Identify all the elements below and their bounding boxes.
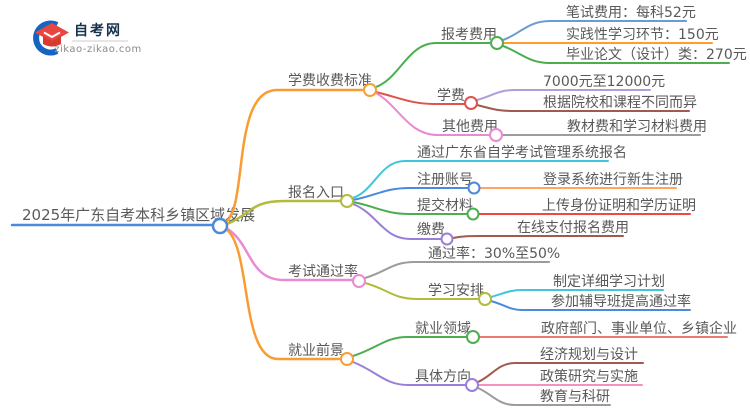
branch-career: [224, 227, 342, 361]
branch-pass-rate: [224, 226, 354, 282]
node-submit-detail-label[interactable]: 上传身份证明和学历证明: [542, 198, 696, 214]
node-submit-label[interactable]: 提交材料: [417, 197, 473, 214]
entry-toggle[interactable]: [340, 194, 354, 208]
branch-other-fee: [375, 92, 490, 136]
logo-crescent-icon: [33, 20, 59, 56]
node-tuition-range-label[interactable]: 7000元至12000元: [543, 74, 665, 90]
career-field-toggle[interactable]: [466, 330, 480, 344]
node-pass-rate-label[interactable]: 考试通过率: [288, 263, 358, 280]
branch-submit: [352, 201, 468, 215]
branch-fee-standard: [224, 88, 364, 224]
branch-tuition-range: [476, 89, 651, 101]
register-toggle[interactable]: [467, 181, 481, 195]
logo-cap-base: [43, 36, 61, 47]
node-rate-value-label[interactable]: 通过率：30%至50%: [428, 245, 560, 262]
branch-plan-detail: [490, 289, 664, 298]
node-pay-detail-label[interactable]: 在线支付报名费用: [517, 220, 629, 236]
node-field-detail-label[interactable]: 政府部门、事业单位、乡镇企业: [541, 320, 737, 337]
pass-rate-toggle[interactable]: [352, 274, 366, 288]
submit-toggle[interactable]: [466, 207, 480, 221]
site-logo: 自考网 zikao-zikao.com: [33, 20, 141, 56]
branch-thesis-fee: [502, 45, 730, 64]
node-register-detail-label[interactable]: 登录系统进行新生注册: [543, 172, 683, 188]
branch-written-fee: [502, 20, 687, 41]
node-pay-label[interactable]: 缴费: [417, 222, 445, 238]
branch-tuition-vary: [476, 104, 690, 112]
root-label[interactable]: 2025年广东自考本科乡镇区域发展: [22, 206, 255, 224]
branch-pay-detail: [452, 235, 624, 239]
direction-toggle[interactable]: [465, 378, 479, 392]
logo-cap-chevron: [43, 31, 61, 39]
other-fee-toggle[interactable]: [489, 128, 503, 142]
branch-register: [352, 187, 469, 201]
node-thesis-fee-label[interactable]: 毕业论文（设计）类：270元: [566, 47, 747, 63]
root-node-circle[interactable]: [211, 217, 229, 235]
branch-dir-economic: [477, 362, 644, 383]
node-career-field-label[interactable]: 就业领域: [415, 321, 471, 337]
node-dir-education-label[interactable]: 教育与科研: [540, 389, 610, 405]
career-toggle[interactable]: [340, 352, 354, 366]
node-written-fee-label[interactable]: 笔试费用：每科52元: [566, 5, 696, 21]
node-apply-fee-label[interactable]: 报考费用: [441, 27, 497, 43]
node-career-label[interactable]: 就业前景: [288, 342, 344, 359]
tuition-toggle[interactable]: [464, 96, 478, 110]
node-other-fee-label[interactable]: 其他费用: [442, 119, 498, 135]
node-entry-label[interactable]: 报名入口: [288, 185, 344, 201]
node-plan-detail-label[interactable]: 制定详细学习计划: [553, 274, 665, 290]
logo-title: 自考网: [74, 22, 122, 39]
branch-tuition: [375, 91, 466, 105]
node-direction-label[interactable]: 具体方向: [415, 369, 471, 385]
branch-career-field: [352, 336, 468, 357]
node-register-label[interactable]: 注册账号: [417, 172, 473, 188]
branch-entry: [225, 199, 342, 226]
branch-apply-fee: [375, 42, 491, 88]
branch-pay: [352, 203, 442, 240]
branch-direction: [352, 361, 467, 386]
apply-fee-toggle[interactable]: [490, 36, 504, 50]
branch-rate-value: [364, 261, 550, 279]
node-dir-economic-label[interactable]: 经济规划与设计: [540, 347, 638, 363]
node-practice-fee-label[interactable]: 实践性学习环节：150元: [566, 27, 719, 43]
node-dir-policy-label[interactable]: 政策研究与实施: [540, 368, 638, 385]
fee-standard-toggle[interactable]: [363, 83, 377, 97]
node-tutoring-label[interactable]: 参加辅导班提高通过率: [551, 293, 691, 310]
node-entry-system-label[interactable]: 通过广东省自学考试管理系统报名: [417, 145, 627, 161]
node-study-plan-label[interactable]: 学习安排: [428, 283, 484, 299]
pay-toggle[interactable]: [440, 232, 454, 246]
logo-domain: zikao-zikao.com: [54, 44, 141, 55]
branch-tutoring: [490, 300, 691, 311]
node-fee-standard-label[interactable]: 学费收费标准: [288, 73, 372, 89]
study-plan-toggle[interactable]: [478, 292, 492, 306]
node-tuition-label[interactable]: 学费: [437, 88, 465, 104]
node-tuition-vary-label[interactable]: 根据院校和课程不同而异: [543, 94, 697, 111]
node-material-fee-label[interactable]: 教材费和学习材料费用: [567, 119, 707, 135]
branch-entry-system: [352, 160, 609, 199]
branch-study-plan: [364, 282, 479, 300]
branch-dir-education: [477, 387, 611, 406]
